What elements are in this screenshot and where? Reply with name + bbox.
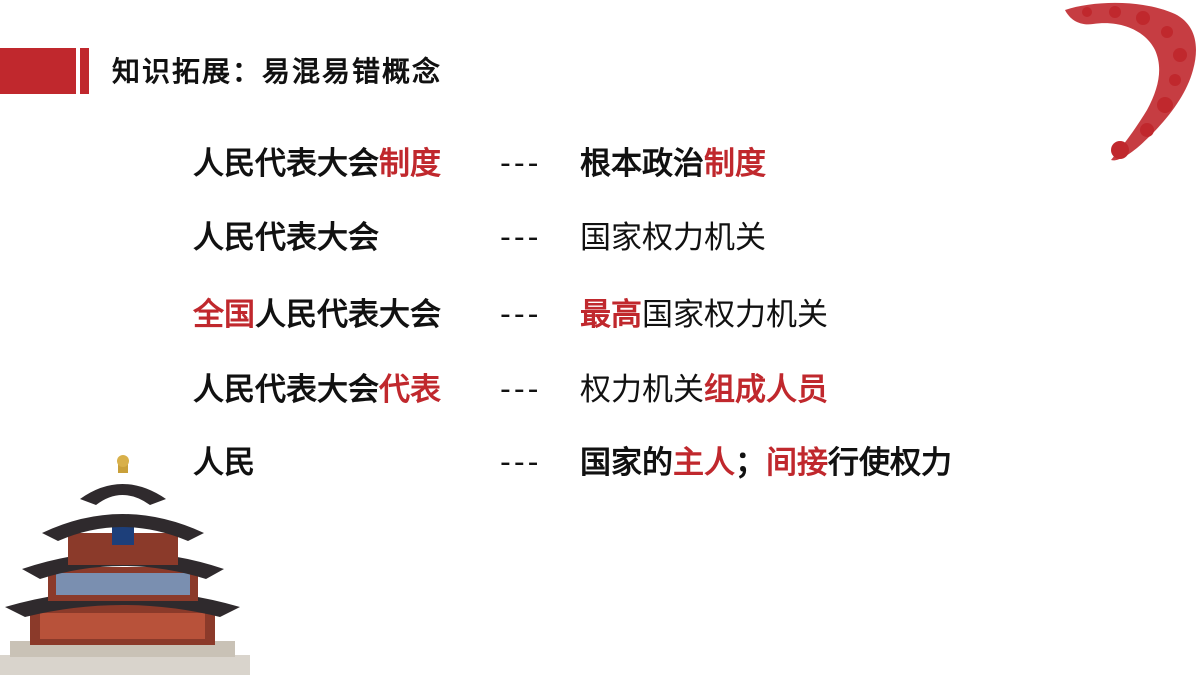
definition-text: 行使权力 <box>828 445 952 481</box>
term-text: 人民 <box>193 445 255 481</box>
title-accent-bar <box>0 48 76 94</box>
concept-term: 全国人民代表大会 <box>193 291 441 339</box>
term-text: 人民代表大会 <box>193 146 379 182</box>
highlighted-text: 最高 <box>580 297 642 333</box>
concept-row: 人民代表大会 --- 国家权力机关 <box>0 214 1200 262</box>
definition-text: ； <box>735 445 766 481</box>
highlighted-text: 制度 <box>704 146 766 182</box>
dash-separator: --- <box>500 220 542 255</box>
highlighted-text: 制度 <box>379 146 441 182</box>
concept-definition: 最高国家权力机关 <box>580 291 828 339</box>
dash-separator: --- <box>500 372 542 407</box>
definition-text: 国家的 <box>580 445 673 481</box>
concept-term: 人民代表大会代表 <box>193 366 441 414</box>
highlighted-text: 间接 <box>766 445 828 481</box>
term-text: 人民代表大会 <box>255 297 441 333</box>
concept-row: 人民代表大会制度---根本政治制度 <box>0 140 1200 188</box>
concept-term: 人民 <box>193 439 255 487</box>
definition-text: 国家权力机关 <box>642 297 828 333</box>
concept-term: 人民代表大会制度 <box>193 140 441 188</box>
definition-text: 国家权力机关 <box>580 220 766 256</box>
concept-row: 全国人民代表大会 --- 最高国家权力机关 <box>0 291 1200 339</box>
dash-separator: --- <box>500 297 542 332</box>
term-text: 人民代表大会 <box>193 220 379 256</box>
concept-definition: 国家的主人；间接行使权力 <box>580 439 952 487</box>
concept-definition: 权力机关组成人员 <box>580 366 828 414</box>
concept-definition: 根本政治制度 <box>580 140 766 188</box>
definition-text: 根本政治 <box>580 146 704 182</box>
concept-row: 人民代表大会代表 --- 权力机关组成人员 <box>0 366 1200 414</box>
highlighted-text: 代表 <box>379 372 441 408</box>
concept-row: 人民 --- 国家的主人；间接行使权力 <box>0 439 1200 487</box>
highlighted-text: 组成人员 <box>704 372 828 408</box>
highlighted-text: 主人 <box>673 445 735 481</box>
term-text: 人民代表大会 <box>193 372 379 408</box>
slide-title: 知识拓展：易混易错概念 <box>112 55 443 88</box>
dash-separator: --- <box>500 146 542 181</box>
highlighted-text: 全国 <box>193 297 255 333</box>
dash-separator: --- <box>500 445 542 480</box>
concept-term: 人民代表大会 <box>193 214 379 262</box>
concept-definition: 国家权力机关 <box>580 214 766 262</box>
title-accent-stripe <box>80 48 89 94</box>
papercut-ornament-icon <box>1065 2 1196 161</box>
temple-of-heaven-image <box>0 455 250 675</box>
definition-text: 权力机关 <box>580 372 704 408</box>
